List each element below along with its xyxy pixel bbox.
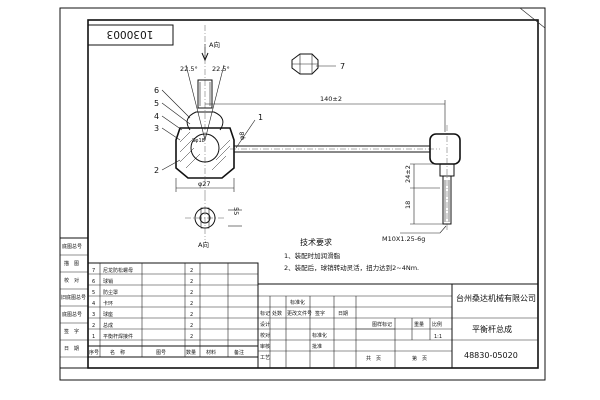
bom-name-3: 卡环 <box>103 300 113 307</box>
view-label-bottom: A向 <box>198 240 209 249</box>
bom-header-qty: 数量 <box>186 349 196 356</box>
view-label-top: A向 <box>209 40 220 49</box>
sheet-label-1: 第 页 <box>412 355 427 362</box>
bom-no-3: 4 <box>92 301 95 307</box>
dim-rod-diameter-label: φ8 <box>238 132 246 140</box>
part-number: 48830-05020 <box>464 351 518 360</box>
bom-qty-5: 2 <box>190 323 193 329</box>
callout-3: 3 <box>154 124 159 133</box>
left-label-2: 校 对 <box>64 277 79 284</box>
bom-header-note: 备注 <box>234 349 244 356</box>
bom-qty-2: 2 <box>190 290 193 296</box>
bom-name-6: 平衡杆焊接件 <box>103 333 133 340</box>
part-name: 平衡杆总成 <box>472 324 512 334</box>
callout-6: 6 <box>154 86 159 95</box>
a-view <box>185 195 242 240</box>
bom-name-2: 防尘罩 <box>103 289 118 296</box>
bom-name-0: 尼龙防松螺母 <box>103 267 133 274</box>
border-diagonal <box>519 7 546 29</box>
callout-2: 2 <box>154 166 159 175</box>
stage-label-0: 图样标记 <box>372 321 392 328</box>
sign-row-0: 标记 <box>260 310 270 317</box>
bom-header-drawing: 图号 <box>156 350 166 356</box>
tech-title: 技术要求 <box>300 237 332 247</box>
bom-name-4: 球座 <box>103 311 113 318</box>
role-2: 审核 <box>260 343 270 350</box>
sign-row-4: 日期 <box>338 311 348 317</box>
bom-grid <box>87 262 259 358</box>
dim-height-3-label: 55 <box>232 207 240 215</box>
nut-view <box>291 53 319 75</box>
left-label-3: 旧底图总号 <box>61 294 86 301</box>
dim-height-1-label: 24±2 <box>404 165 412 183</box>
company-name: 台州桑达机械有限公司 <box>456 293 536 303</box>
drawing-number: 1030003 <box>107 28 154 40</box>
left-label-1: 描 图 <box>64 260 79 267</box>
dim-height-2-label: 18 <box>404 201 412 209</box>
bom-no-5: 2 <box>92 323 95 329</box>
dim-width-label: φ27 <box>198 180 211 188</box>
dim-ball-label: Sφ18 <box>192 138 205 144</box>
small-mark: 标准化 <box>290 299 305 306</box>
sheet-label-0: 共 页 <box>366 355 381 362</box>
bom-qty-6: 2 <box>190 334 193 340</box>
sign-row-3: 签字 <box>315 310 325 317</box>
bom-qty-1: 2 <box>190 279 193 285</box>
dim-length-label: 140±2 <box>320 95 342 103</box>
sign-row-1: 处数 <box>272 310 282 317</box>
callout-7: 7 <box>340 62 345 71</box>
role-1: 校对 <box>260 332 270 339</box>
title-block-grid <box>257 283 539 369</box>
drawing-number-box <box>87 24 174 46</box>
stage-label-2: 比例 <box>432 321 442 328</box>
role-3: 工艺 <box>260 355 270 361</box>
left-label-0: 底图总号 <box>62 243 82 250</box>
tech-note-2: 2、装配后，球销转动灵活，扭力达到2~4Nm. <box>284 263 419 272</box>
left-label-4: 底图总号 <box>62 311 82 318</box>
bom-header-material: 材料 <box>206 349 216 356</box>
bom-qty-4: 2 <box>190 312 193 318</box>
bom-no-1: 6 <box>92 279 95 285</box>
angle-left-label: 22.5° <box>180 65 198 73</box>
callout-1: 1 <box>258 113 263 122</box>
role-4: 标准化 <box>312 332 327 339</box>
tech-note-1: 1、装配时加润滑脂 <box>284 251 341 260</box>
left-label-6: 日 期 <box>64 346 79 352</box>
bom-no-0: 7 <box>92 268 95 274</box>
bom-header-no: 序号 <box>89 349 99 356</box>
inner-frame <box>87 19 539 369</box>
role-5: 批准 <box>312 343 322 350</box>
sign-row-2: 更改文件号 <box>287 310 312 317</box>
left-label-5: 签 字 <box>64 328 79 335</box>
bom-no-6: 1 <box>92 334 95 340</box>
rod-end-view <box>400 125 461 234</box>
callout-4: 4 <box>154 112 159 121</box>
stage-label-1: 重量 <box>414 321 424 328</box>
angle-right-label: 22.5° <box>212 65 230 73</box>
ball-joint-view <box>175 25 446 195</box>
bom-name-1: 球销 <box>103 278 113 285</box>
bom-no-2: 5 <box>92 290 95 296</box>
bom-no-4: 3 <box>92 312 95 318</box>
bom-name-5: 总成 <box>103 322 113 329</box>
role-0: 设计 <box>260 321 270 328</box>
callouts <box>161 65 336 171</box>
thread-note-label: M10X1.25-6g <box>382 235 425 243</box>
outer-border <box>59 7 546 381</box>
callout-5: 5 <box>154 99 159 108</box>
scale-value: 1:1 <box>434 334 442 340</box>
bom-header-name: 名 称 <box>110 349 125 356</box>
bom-qty-0: 2 <box>190 268 193 274</box>
bom-qty-3: 2 <box>190 301 193 307</box>
